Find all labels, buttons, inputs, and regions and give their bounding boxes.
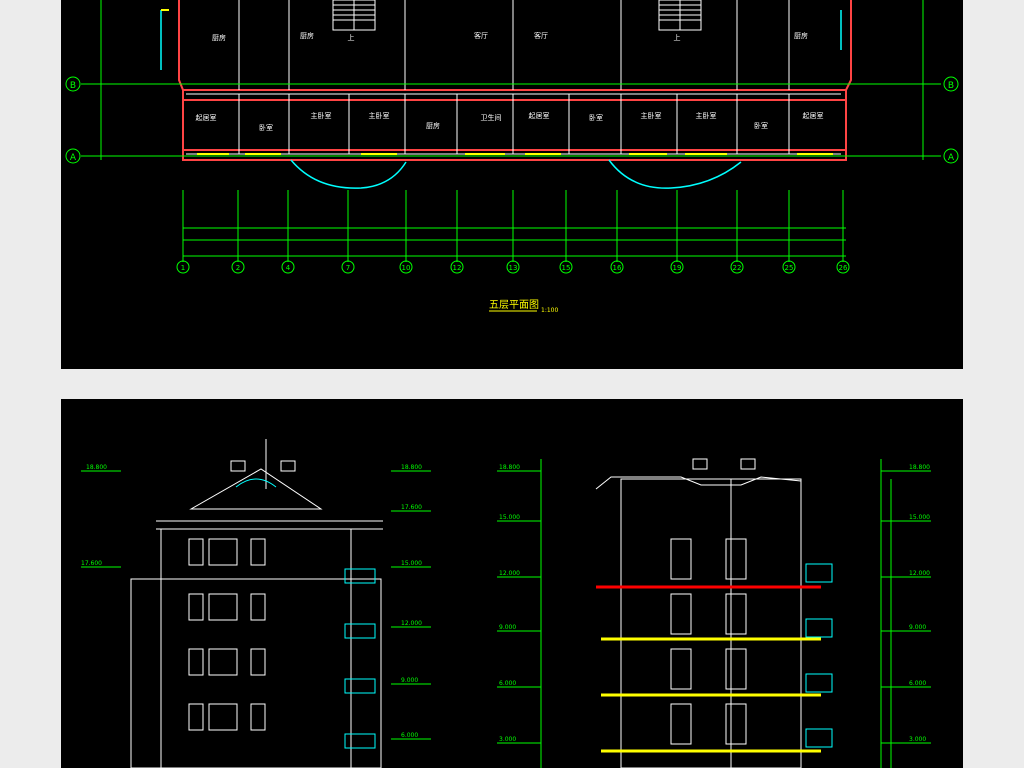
sec-level-right-2: 15.000 bbox=[909, 514, 930, 521]
plan-grid-tick-group bbox=[182, 190, 844, 262]
stair-label-right: 上 bbox=[674, 33, 681, 42]
plan-wall-cores bbox=[186, 0, 841, 155]
plan-scale: 1:100 bbox=[541, 307, 558, 314]
elev-level-3-right: 15.000 bbox=[401, 560, 422, 567]
grid-label-right-B: B bbox=[948, 81, 954, 91]
sec-level-left-6: 3.000 bbox=[499, 736, 516, 743]
room-label: 起居室 bbox=[196, 113, 217, 122]
elevation-section-panel: 18.800 17.600 18.800 17.600 15.000 12.00… bbox=[61, 399, 963, 768]
stair-left bbox=[332, 0, 376, 31]
plan-side-grid-right: B A bbox=[943, 76, 959, 164]
room-label: 起居室 bbox=[803, 111, 824, 120]
section-balconies bbox=[805, 563, 833, 748]
room-label: 客厅 bbox=[534, 31, 548, 40]
elevation-level-lines bbox=[81, 470, 431, 740]
section-slabs bbox=[596, 585, 821, 753]
grid-label-left-A: A bbox=[70, 153, 77, 163]
grid-bubble-label: 4 bbox=[286, 264, 291, 272]
plan-walls bbox=[178, 0, 852, 161]
elevation-drawing: 18.800 17.600 18.800 17.600 15.000 12.00… bbox=[81, 439, 931, 768]
elevation-building bbox=[130, 439, 383, 768]
sec-level-right-6: 3.000 bbox=[909, 736, 926, 743]
section-level-lines bbox=[497, 459, 931, 768]
sec-level-left-1: 18.800 bbox=[499, 464, 520, 471]
room-label: 主卧室 bbox=[311, 111, 332, 120]
grid-bubble bbox=[836, 260, 850, 274]
elev-level-2-left: 17.600 bbox=[81, 560, 102, 567]
grid-bubble-label: 15 bbox=[562, 264, 571, 272]
grid-bubble-label: 7 bbox=[346, 264, 350, 272]
room-label: 主卧室 bbox=[641, 111, 662, 120]
elev-level-top-left: 18.800 bbox=[86, 464, 107, 471]
grid-bubble-label: 1 bbox=[181, 264, 185, 272]
grid-bubble bbox=[281, 260, 295, 274]
room-label: 厨房 bbox=[300, 31, 314, 40]
grid-label-right-A: A bbox=[948, 153, 955, 163]
sec-level-left-2: 15.000 bbox=[499, 514, 520, 521]
sec-level-left-3: 12.000 bbox=[499, 570, 520, 577]
elev-level-2-right: 17.600 bbox=[401, 504, 422, 511]
grid-bubble-label: 10 bbox=[402, 264, 411, 272]
grid-bubble bbox=[341, 260, 355, 274]
room-label: 卫生间 bbox=[481, 113, 502, 122]
plan-side-grid-left: B A bbox=[65, 76, 81, 164]
grid-bubble-label: 19 bbox=[673, 264, 682, 272]
grid-bubble bbox=[670, 260, 684, 274]
sec-level-right-5: 6.000 bbox=[909, 680, 926, 687]
room-label: 客厅 bbox=[474, 31, 488, 40]
section-building bbox=[595, 458, 802, 768]
room-label: 主卧室 bbox=[696, 111, 717, 120]
grid-bubble-label: 25 bbox=[785, 264, 794, 272]
elev-level-5-right: 9.000 bbox=[401, 677, 418, 684]
grid-bubble bbox=[506, 260, 520, 274]
grid-bubble-label: 26 bbox=[839, 264, 848, 272]
elev-level-4-right: 12.000 bbox=[401, 620, 422, 627]
plan-dimension-lines bbox=[81, 0, 941, 257]
room-label: 厨房 bbox=[426, 121, 440, 130]
plan-room-label-group: 起居室卧室主卧室主卧室厨房卫生间起居室卧室主卧室主卧室卧室起居室厨房厨房客厅客厅… bbox=[196, 31, 824, 132]
grid-bubble bbox=[176, 260, 190, 274]
grid-bubble bbox=[610, 260, 624, 274]
room-label: 卧室 bbox=[589, 113, 603, 122]
stair-label-left: 上 bbox=[348, 33, 355, 42]
grid-bubble-label: 13 bbox=[509, 264, 518, 272]
sec-level-right-4: 9.000 bbox=[909, 624, 926, 631]
elevation-windows bbox=[188, 538, 266, 731]
grid-bubble-label: 12 bbox=[453, 264, 462, 272]
stair-right bbox=[658, 0, 702, 31]
sec-level-left-5: 6.000 bbox=[499, 680, 516, 687]
grid-bubble-label: 22 bbox=[733, 264, 742, 272]
plan-annotation-lines bbox=[161, 9, 833, 155]
grid-bubble bbox=[450, 260, 464, 274]
grid-bubble bbox=[559, 260, 573, 274]
plan-windows bbox=[160, 10, 842, 189]
grid-bubble bbox=[399, 260, 413, 274]
elev-level-top-right: 18.800 bbox=[401, 464, 422, 471]
room-label: 主卧室 bbox=[369, 111, 390, 120]
grid-label-left-B: B bbox=[70, 81, 76, 91]
room-label: 卧室 bbox=[259, 123, 273, 132]
room-label: 起居室 bbox=[529, 111, 550, 120]
sec-level-right-1: 18.800 bbox=[909, 464, 930, 471]
room-label: 卧室 bbox=[754, 121, 768, 130]
grid-bubble bbox=[730, 260, 744, 274]
sec-level-left-4: 9.000 bbox=[499, 624, 516, 631]
elev-level-6-right: 6.000 bbox=[401, 732, 418, 739]
grid-bubble bbox=[782, 260, 796, 274]
grid-bubble-label: 2 bbox=[236, 264, 240, 272]
room-label: 厨房 bbox=[212, 33, 226, 42]
plan-caption: 五层平面图 bbox=[489, 299, 539, 311]
grid-bubble-label: 16 bbox=[613, 264, 622, 272]
sec-level-right-3: 12.000 bbox=[909, 570, 930, 577]
room-label: 厨房 bbox=[794, 31, 808, 40]
grid-bubble bbox=[231, 260, 245, 274]
elevation-balconies bbox=[235, 478, 376, 749]
